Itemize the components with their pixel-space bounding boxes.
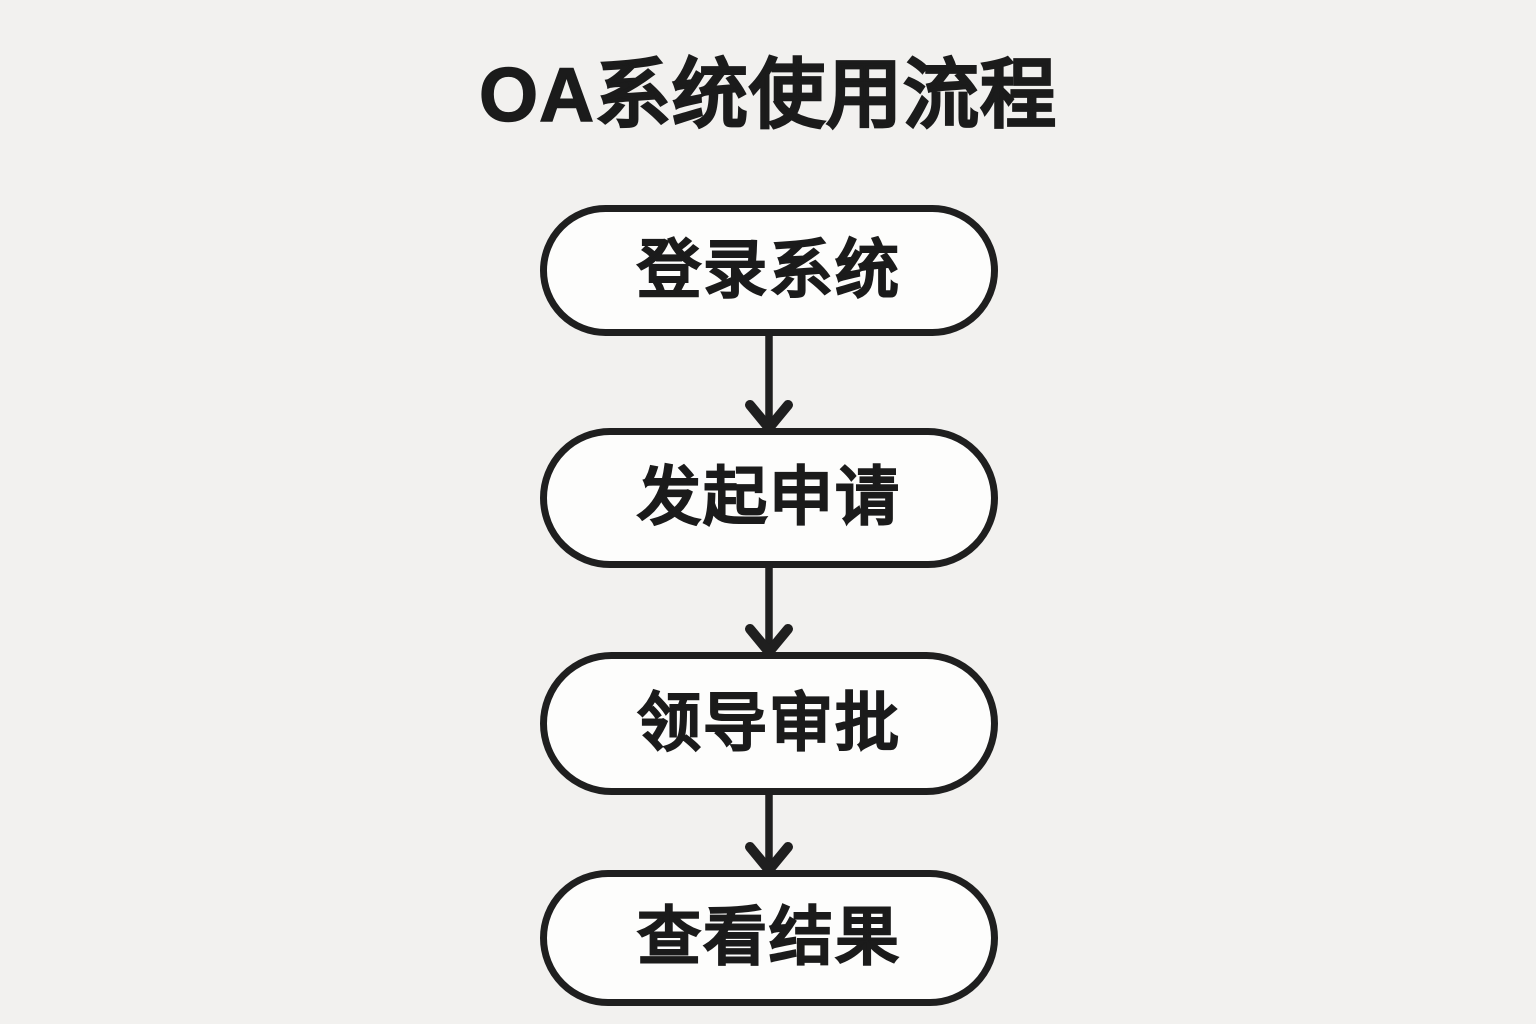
flow-node-submit[interactable]: 发起申请 — [540, 428, 998, 568]
arrow-down-icon — [745, 791, 793, 875]
flow-node-label: 登录系统 — [636, 233, 901, 306]
flow-node-label: 领导审批 — [636, 686, 901, 759]
flow-node-approve[interactable]: 领导审批 — [540, 652, 998, 795]
page-title: OA系统使用流程 — [478, 52, 1057, 138]
flow-arrow-submit-to-approve — [730, 564, 808, 657]
flow-arrow-approve-to-result — [730, 791, 808, 875]
arrow-down-icon — [745, 332, 793, 433]
arrow-down-icon — [745, 564, 793, 657]
flow-arrow-login-to-submit — [730, 332, 808, 433]
flow-node-result[interactable]: 查看结果 — [540, 870, 998, 1006]
flow-node-label: 发起申请 — [636, 461, 901, 533]
flow-node-login[interactable]: 登录系统 — [540, 205, 998, 336]
flow-node-label: 查看结果 — [636, 901, 901, 973]
